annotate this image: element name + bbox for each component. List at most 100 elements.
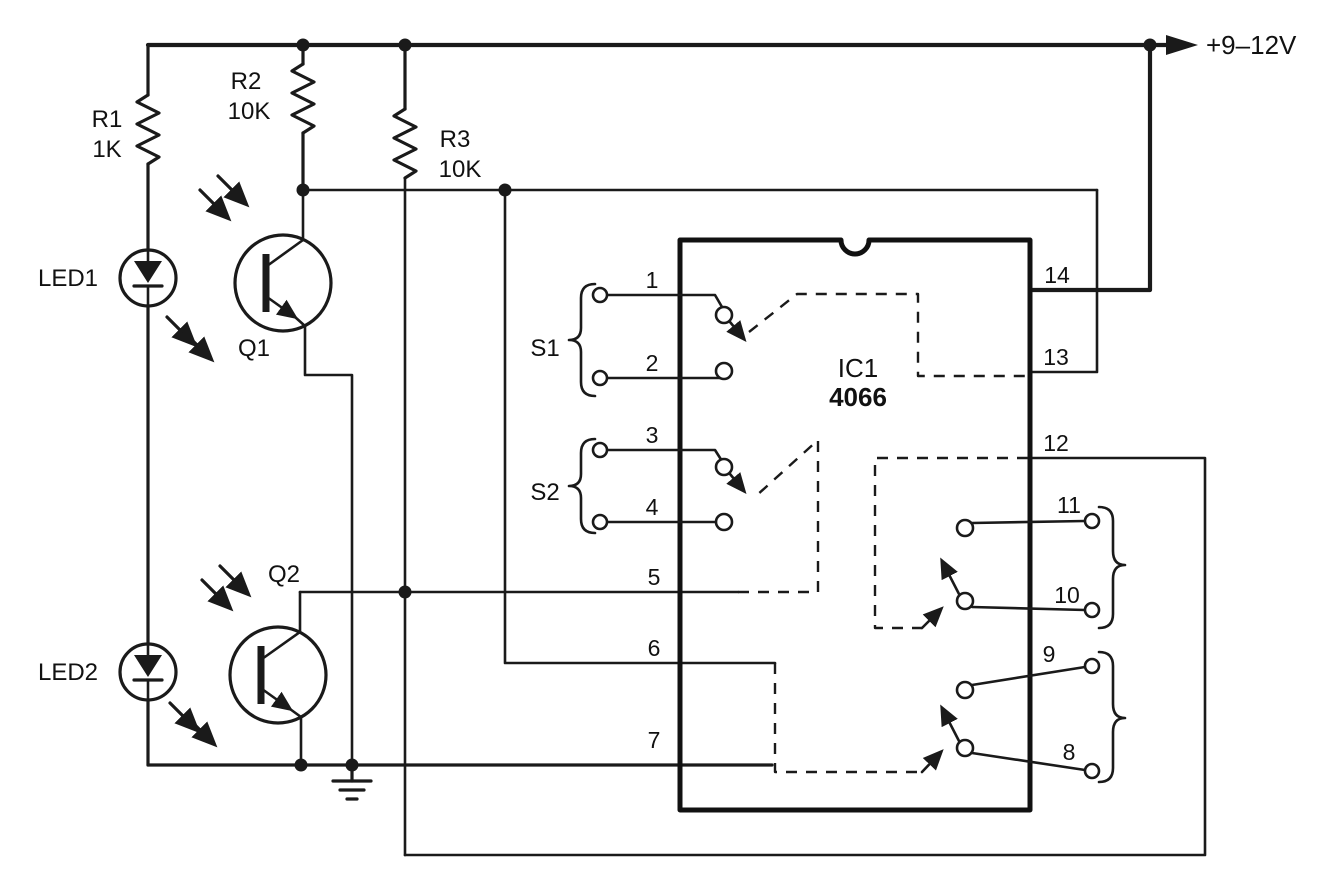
- contact: [955, 591, 975, 611]
- resistor-r3: R3 10K: [392, 43, 482, 857]
- q2-emitter-arrow: [260, 687, 294, 712]
- ic-pin-labels: 1 2 3 4 5 6 7 14 13 12 11 10 9 8: [646, 262, 1081, 765]
- s1-label: S1: [530, 335, 559, 362]
- ic-ref-label: IC1: [838, 353, 878, 383]
- switch-arm-arrow: [940, 704, 961, 743]
- s2-label: S2: [530, 479, 559, 506]
- led1-diode-icon: [134, 261, 162, 283]
- power-rail: +9–12V: [145, 30, 1297, 60]
- terminal: [1083, 657, 1101, 675]
- junction-dot: [294, 758, 308, 772]
- r3-ref-label: R3: [440, 126, 471, 153]
- light-arrows-from-led2: [168, 701, 218, 748]
- r2-value-label: 10K: [228, 98, 271, 125]
- junction-dot: [1143, 38, 1157, 52]
- pin13-wire: [1028, 188, 1099, 374]
- control-arrow: [920, 606, 944, 630]
- q1-label: Q1: [238, 335, 270, 362]
- resistor-zigzag: [392, 107, 418, 180]
- control-dashed-13: [748, 292, 1026, 378]
- wire: [403, 456, 1207, 857]
- pin6-wire: [503, 188, 777, 665]
- contact: [955, 680, 975, 700]
- led2-label: LED2: [38, 659, 98, 686]
- terminal: [591, 369, 609, 387]
- contact: [714, 361, 734, 381]
- junction-dot: [296, 183, 310, 197]
- phototransistor-q1: Q1: [233, 188, 354, 767]
- pin3-wire: [605, 448, 724, 463]
- q2-label: Q2: [268, 561, 300, 588]
- terminal: [1083, 762, 1101, 780]
- junction-dot: [498, 183, 512, 197]
- ic-pin-12-label: 12: [1043, 430, 1069, 456]
- s1-brace: [567, 282, 597, 398]
- phototransistor-q2: Q2: [228, 561, 328, 767]
- r1-ref-label: R1: [92, 106, 123, 133]
- q1-emitter: [293, 315, 354, 767]
- pin11-wire: [970, 519, 1087, 525]
- contact: [955, 738, 975, 758]
- led1-label: LED1: [38, 265, 98, 292]
- q1-collector: [265, 188, 305, 268]
- pin8-wire: [970, 751, 1087, 772]
- power-arrow-icon: [1166, 35, 1198, 55]
- light-arrows-into-q1: [198, 174, 250, 222]
- ic-pin-14-label: 14: [1044, 262, 1070, 288]
- switch-group-s1: S1: [530, 282, 724, 398]
- control-dashed-5: [738, 438, 820, 594]
- light-arrow-icon: [198, 188, 232, 222]
- ic-pin-9-label: 9: [1043, 641, 1056, 667]
- brace: [1097, 650, 1127, 784]
- r1-value-label: 1K: [92, 136, 121, 163]
- terminal: [591, 286, 609, 304]
- light-arrow-icon: [216, 174, 250, 208]
- q2-emitter: [288, 707, 303, 767]
- switch-arm-arrow: [726, 472, 747, 495]
- ic-body: IC1 4066: [677, 237, 1033, 813]
- q1-emitter-arrow: [265, 295, 299, 320]
- light-arrows-from-led1: [165, 315, 215, 363]
- led2-diode-icon: [134, 655, 162, 677]
- control-arrow: [920, 749, 944, 774]
- switch-arm-arrow: [726, 320, 747, 343]
- light-arrow-icon: [185, 715, 218, 748]
- terminal: [591, 513, 609, 531]
- light-arrow-icon: [182, 330, 215, 363]
- ic-pin-11-label: 11: [1057, 492, 1081, 518]
- r3-value-label: 10K: [439, 156, 482, 183]
- contact: [714, 512, 734, 532]
- output-brace-9-8: [1097, 650, 1127, 784]
- led-led2: LED2: [38, 642, 178, 702]
- terminal: [591, 441, 609, 459]
- ic-pin-6-label: 6: [648, 635, 661, 661]
- junction-dot: [345, 758, 359, 772]
- pin10-wire: [970, 605, 1087, 612]
- resistor-zigzag: [135, 93, 161, 166]
- ic-switch-2: [714, 438, 820, 594]
- q2-collector: [260, 590, 302, 661]
- ic-pin-8-label: 8: [1063, 739, 1076, 765]
- ic-pin-1-label: 1: [646, 267, 659, 293]
- led-led1: LED1: [38, 248, 178, 308]
- light-arrow-icon: [168, 701, 201, 734]
- ic-switch-4: [773, 657, 1101, 780]
- light-arrow-icon: [200, 578, 234, 612]
- brace: [1097, 505, 1127, 630]
- terminal: [1083, 601, 1101, 619]
- q1-body: [233, 233, 333, 333]
- ic-switch-1: [714, 292, 1026, 381]
- mid-node-wire: [301, 188, 1099, 665]
- light-arrows-into-q2: [200, 564, 252, 612]
- ic-pin-4-label: 4: [646, 494, 659, 520]
- ic-pin-5-label: 5: [648, 564, 661, 590]
- ic-pin-13-label: 13: [1043, 344, 1069, 370]
- pin12-route-wire: [403, 456, 1207, 857]
- pin14-wire: [1027, 42, 1153, 293]
- junction-dot: [398, 38, 412, 52]
- junction-dots: [294, 38, 1157, 772]
- ic-pin-3-label: 3: [646, 422, 659, 448]
- terminal: [1083, 512, 1101, 530]
- r2-ref-label: R2: [231, 68, 262, 95]
- control-dashed-12: [873, 456, 1028, 630]
